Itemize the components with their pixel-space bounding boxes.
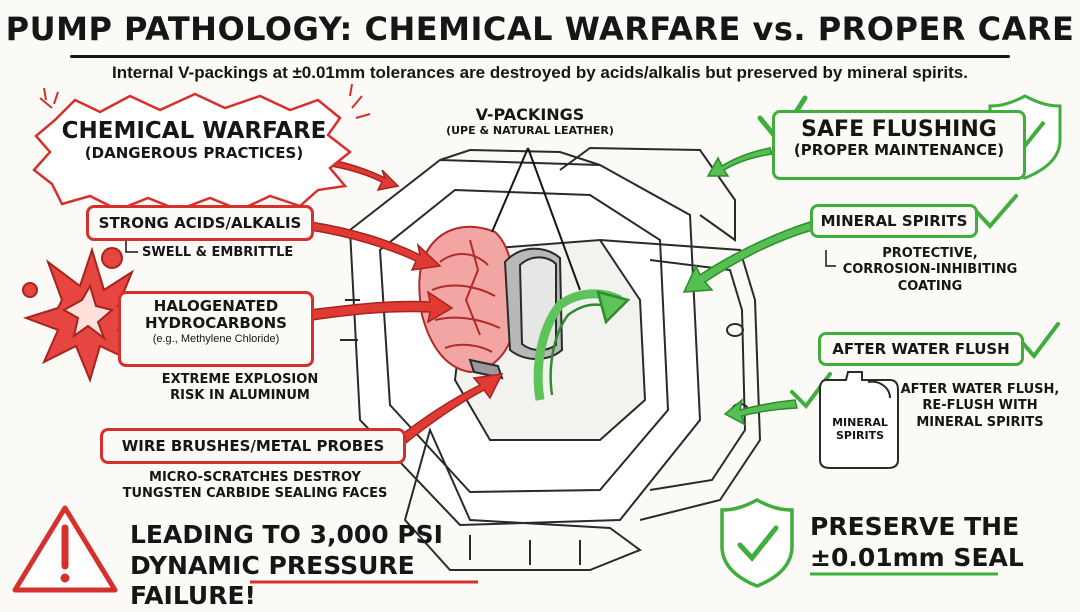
safe-flushing-sub: (PROPER MAINTENANCE) (793, 141, 1005, 160)
after-water-flush-note: AFTER WATER FLUSH, RE-FLUSH WITH MINERAL… (900, 382, 1060, 431)
page-subtitle: Internal V-packings at ±0.01mm tolerance… (112, 63, 968, 82)
mineral-spirits-box: MINERAL SPIRITS (810, 204, 978, 238)
heading-label: CHEMICAL WARFARE (61, 118, 327, 144)
wire-brushes-note-line1: MICRO-SCRATCHES DESTROY (149, 470, 361, 485)
after-water-note-line2: RE-FLUSH WITH (922, 398, 1038, 414)
explosion-note-line1: EXTREME EXPLOSION (161, 372, 319, 387)
note-connectors (125, 240, 836, 267)
wire-brushes-note: MICRO-SCRATCHES DESTROY TUNGSTEN CARBIDE… (110, 470, 400, 503)
halogenated-example: (e.g., Methylene Chloride) (152, 332, 280, 345)
failure-warning-dynamic: DYNAMIC (130, 550, 269, 580)
damaged-packing (418, 225, 517, 374)
explosion-note-line2: RISK IN ALUMINUM (170, 388, 310, 404)
spark-marks (39, 83, 371, 119)
wire-brushes-box: WIRE BRUSHES/METAL PROBES (100, 428, 406, 464)
acids-alkalis-box: STRONG ACIDS/ALKALIS (86, 205, 314, 241)
halogenated-line2: HYDROCARBONS (145, 314, 287, 333)
jug-label-line2: SPIRITS (835, 429, 885, 443)
acids-alkalis-note: SWELL & EMBRITTLE (142, 245, 294, 260)
protected-packing (533, 289, 631, 401)
safe-flushing-heading: SAFE FLUSHING (PROPER MAINTENANCE) (772, 110, 1026, 180)
mineral-spirits-note-line2: CORROSION-INHIBITING (842, 262, 1018, 278)
vpackings-label: V-PACKINGS (UPE & NATURAL LEATHER) (440, 105, 620, 137)
mineral-spirits-note-line3: COATING (897, 278, 963, 294)
check-icon-mineral-spirits (973, 194, 1018, 229)
after-water-note-line3: MINERAL SPIRITS (916, 414, 1044, 430)
mineral-spirits-jug-icon (819, 371, 899, 469)
page-title: PUMP PATHOLOGY: CHEMICAL WARFARE vs. PRO… (5, 10, 1075, 48)
failure-warning-line2: DYNAMIC PRESSURE FAILURE! (130, 551, 510, 612)
preserve-seal: PRESERVE THE ±0.01mm SEAL (810, 512, 1050, 573)
mineral-spirits-note-line1: PROTECTIVE, (882, 246, 978, 261)
halogenated-box: HALOGENATED HYDROCARBONS (e.g., Methylen… (118, 291, 314, 367)
preserve-line2: ±0.01mm SEAL (810, 542, 1024, 572)
halogenated-line1: HALOGENATED (153, 297, 279, 315)
green-arrows (682, 147, 813, 426)
jug-label: MINERAL SPIRITS (822, 416, 898, 442)
heading-sub: (DANGEROUS PRACTICES) (84, 144, 304, 162)
jug-label-line1: MINERAL (832, 416, 888, 429)
after-water-flush-box: AFTER WATER FLUSH (818, 332, 1024, 366)
warning-triangle-icon (12, 505, 118, 593)
wire-brushes-note-line2: TUNGSTEN CARBIDE SEALING FACES (122, 486, 388, 502)
vpackings-title: V-PACKINGS (475, 105, 585, 124)
shield-check-icon-preserve (720, 498, 794, 588)
after-water-note-line1: AFTER WATER FLUSH, (900, 382, 1060, 397)
failure-warning: LEADING TO 3,000 PSI DYNAMIC PRESSURE FA… (130, 520, 510, 612)
mineral-spirits-note: PROTECTIVE, CORROSION-INHIBITING COATING (840, 246, 1020, 295)
explosion-note: EXTREME EXPLOSION RISK IN ALUMINUM (160, 372, 320, 405)
preserve-line1: PRESERVE THE (810, 512, 1020, 541)
safe-flushing-label: SAFE FLUSHING (801, 117, 997, 142)
failure-warning-line1: LEADING TO 3,000 PSI (130, 520, 443, 549)
vpacking-pointers (491, 147, 581, 291)
title-underline (70, 55, 1010, 58)
vpackings-sub: (UPE & NATURAL LEATHER) (446, 124, 614, 137)
chemical-warfare-heading: CHEMICAL WARFARE (DANGEROUS PRACTICES) (60, 118, 328, 162)
chemical-warfare-burst (32, 92, 353, 212)
failure-warning-pressure: PRESSURE FAILURE! (130, 550, 415, 611)
